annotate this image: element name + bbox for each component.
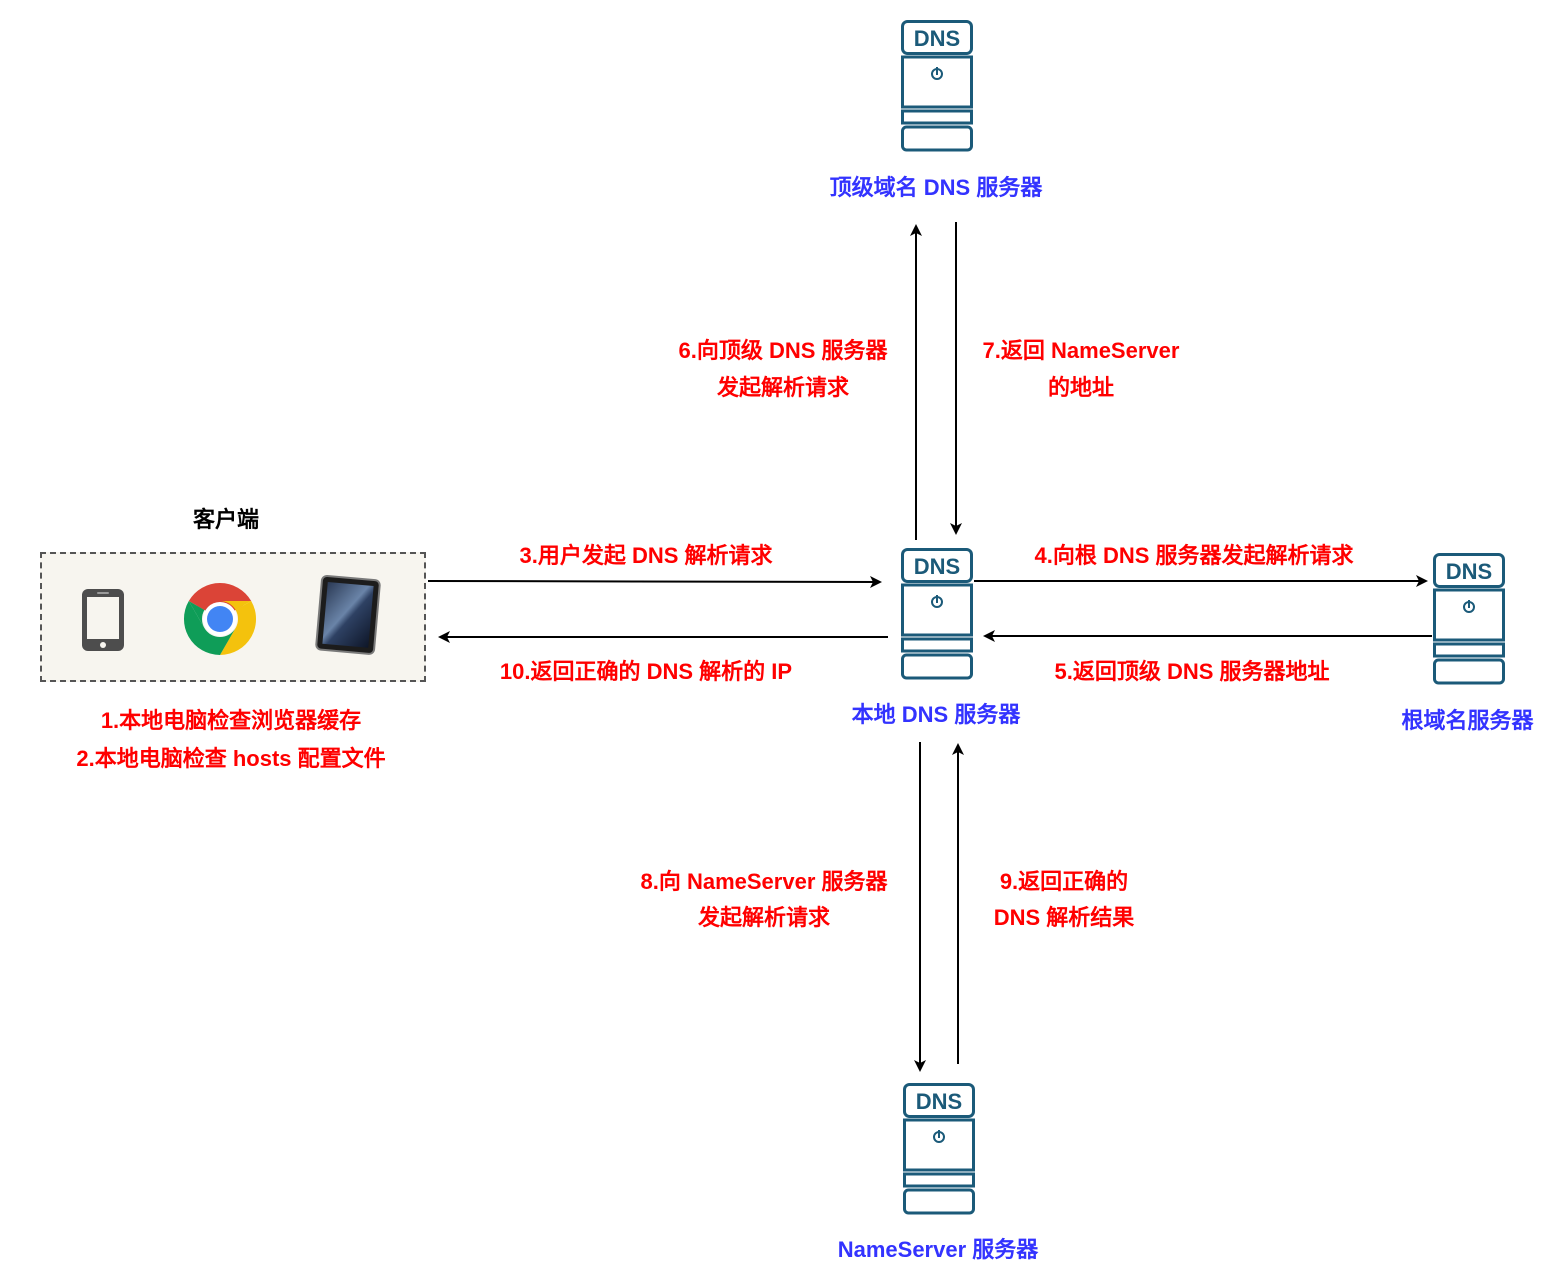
- local-dns-server: DNS: [901, 548, 973, 680]
- dns-server-icon: DNS: [1433, 553, 1505, 685]
- root-server-label: 根域名服务器: [1401, 708, 1534, 733]
- client-title: 客户端: [192, 507, 259, 532]
- nameserver-server-label: NameServer 服务器: [837, 1237, 1039, 1262]
- tld-dns-server: DNS: [901, 20, 973, 152]
- step-3-label: 3.用户发起 DNS 解析请求: [519, 543, 773, 568]
- svg-text:DNS: DNS: [916, 1089, 962, 1114]
- tablet-icon: [315, 574, 381, 655]
- step-10-label: 10.返回正确的 DNS 解析的 IP: [499, 659, 793, 684]
- step-7-label-line1: 7.返回 NameServer: [982, 338, 1180, 363]
- step-7-label-line2: 的地址: [1047, 375, 1114, 400]
- nameserver-dns-server: DNS: [903, 1083, 975, 1215]
- arrow-client-to-local: [427, 575, 882, 588]
- step-6-label-line2: 发起解析请求: [716, 375, 849, 400]
- client-note-2: 2.本地电脑检查 hosts 配置文件: [76, 746, 386, 771]
- tld-server-label: 顶级域名 DNS 服务器: [829, 175, 1043, 200]
- svg-text:DNS: DNS: [1446, 559, 1492, 584]
- step-9-label-line1: 9.返回正确的: [999, 869, 1129, 894]
- svg-text:DNS: DNS: [914, 554, 960, 579]
- client-note-1: 1.本地电脑检查浏览器缓存: [100, 708, 362, 733]
- dns-server-icon: DNS: [903, 1083, 975, 1215]
- dns-server-icon: DNS: [901, 20, 973, 152]
- step-5-label: 5.返回顶级 DNS 服务器地址: [1054, 659, 1330, 684]
- step-8-label-line2: 发起解析请求: [697, 905, 830, 930]
- svg-text:DNS: DNS: [914, 26, 960, 51]
- step-4-label: 4.向根 DNS 服务器发起解析请求: [1034, 543, 1354, 568]
- phone-icon: [82, 589, 124, 651]
- client-devices-box: [40, 552, 426, 682]
- step-8-label-line1: 8.向 NameServer 服务器: [640, 869, 888, 894]
- root-dns-server: DNS: [1433, 553, 1505, 685]
- step-6-label-line1: 6.向顶级 DNS 服务器: [678, 338, 888, 363]
- dns-server-icon: DNS: [901, 548, 973, 680]
- step-9-label-line2: DNS 解析结果: [993, 905, 1135, 930]
- chrome-icon: [183, 583, 257, 655]
- local-server-label: 本地 DNS 服务器: [851, 702, 1021, 727]
